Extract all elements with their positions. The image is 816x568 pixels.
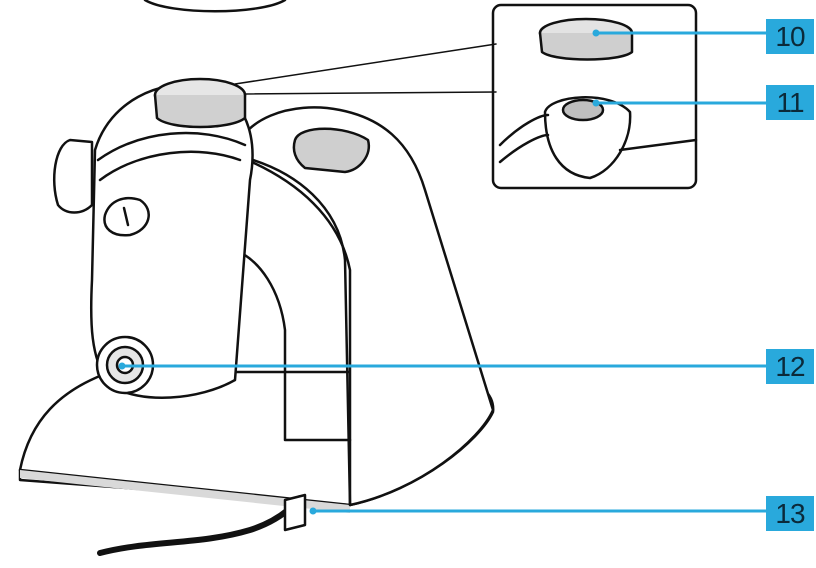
leader-dot-11 xyxy=(592,99,600,107)
callout-11-label: 11 xyxy=(776,86,804,118)
right-housing xyxy=(233,106,495,507)
callout-13-label: 13 xyxy=(775,497,805,529)
side-knob xyxy=(52,138,94,214)
callout-12-label: 12 xyxy=(775,350,805,382)
housing-button xyxy=(292,127,371,174)
callout-box-10-bg xyxy=(766,19,814,54)
inset-cap-side xyxy=(538,31,634,61)
pump-band-2 xyxy=(98,150,242,182)
top-partial-outline xyxy=(143,0,287,13)
cable-strain-relief xyxy=(283,493,307,532)
callout-10: 10 xyxy=(766,19,814,54)
callout-11: 11 xyxy=(766,85,814,120)
leader-dot-10 xyxy=(592,29,600,37)
inset-band-1 xyxy=(498,113,550,147)
leader-dot-13 xyxy=(309,507,317,515)
inset-valve-top xyxy=(561,98,605,122)
callout-box-11-bg xyxy=(766,85,814,120)
callout-13: 13 xyxy=(766,496,814,531)
callout-12: 12 xyxy=(766,349,814,384)
inset-housing-edge xyxy=(618,138,698,152)
leader-dot-12 xyxy=(118,362,126,370)
pump-band-1 xyxy=(96,131,247,162)
indicator-slot xyxy=(122,206,130,227)
cap-side xyxy=(153,93,247,129)
base-shading xyxy=(20,470,350,513)
inset-link-2 xyxy=(244,91,497,95)
power-cable xyxy=(97,495,303,556)
callout-10-label: 10 xyxy=(775,20,805,52)
right-housing-inner xyxy=(233,153,352,507)
inset-link-1 xyxy=(234,43,497,85)
callout-box-13-bg xyxy=(766,496,814,531)
callout-box-12-bg xyxy=(766,349,814,384)
inset-band-2 xyxy=(498,133,550,164)
